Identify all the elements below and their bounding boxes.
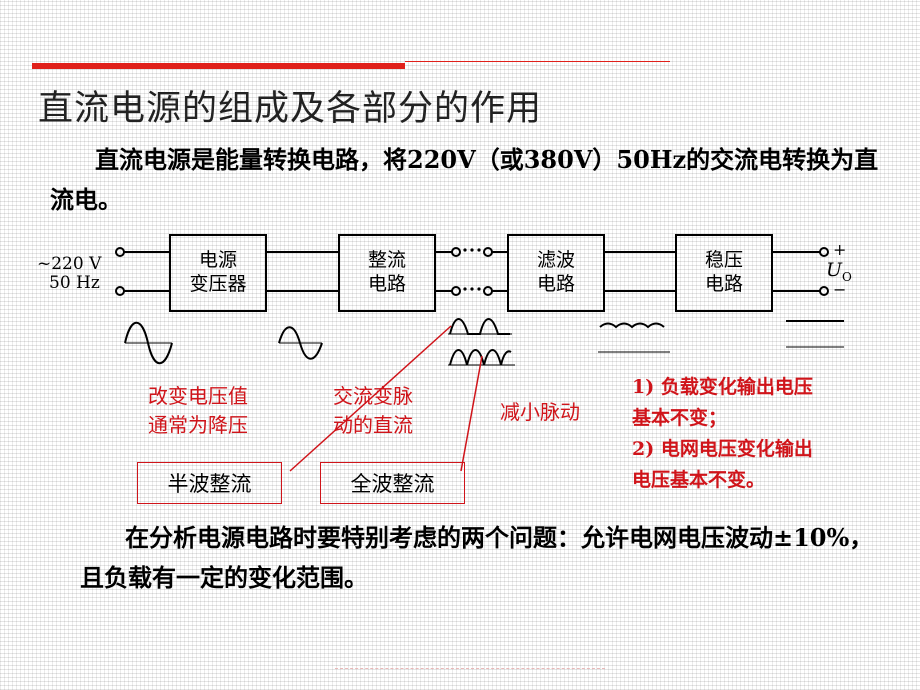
- regulator-label: 稳压电路: [704, 249, 743, 295]
- title-accent-bar: [32, 63, 405, 69]
- footer-divider: [335, 668, 605, 669]
- filter-annotation: 减小脉动: [500, 400, 580, 424]
- regulator-annotation: 1) 负载变化输出电压 基本不变； 2) 电网电压变化输出 电压基本不变。: [632, 376, 813, 491]
- input-voltage-label: ~220 V: [37, 254, 102, 274]
- transformer-sine-wave: [278, 326, 323, 360]
- rectifier-label: 整流电路: [367, 249, 406, 295]
- rectifier-annotation: 交流变脉动的直流: [333, 384, 413, 437]
- slide-title: 直流电源的组成及各部分的作用: [38, 89, 543, 129]
- filtered-ripple-waveform: [598, 322, 670, 353]
- filter-label: 滤波电路: [536, 249, 575, 295]
- rectifier-block: [338, 234, 436, 312]
- output-minus-label: −: [833, 280, 847, 299]
- transformer-annotation: 改变电压值通常为降压: [148, 384, 248, 437]
- half-wave-pointer: [289, 325, 452, 472]
- output-plus-label: +: [833, 240, 847, 259]
- input-sine-wave: [124, 322, 173, 364]
- output-voltage-label: UO: [826, 259, 852, 284]
- conclusion-paragraph: 在分析电源电路时要特别考虑的两个问题：允许电网电压波动±10%，且负载有一定的变…: [80, 523, 874, 592]
- input-terminal-bottom: [115, 286, 125, 296]
- full-wave-pointer: [460, 355, 483, 472]
- half-wave-box: 半波整流: [137, 462, 282, 504]
- transformer-block: [169, 234, 267, 312]
- half-wave-waveform: [448, 318, 512, 335]
- intro-paragraph: 直流电源是能量转换电路，将220V（或380V）50Hz的交流电转换为直流电。: [50, 145, 879, 214]
- output-terminal-plus: [819, 247, 829, 257]
- regulator-block: [675, 234, 773, 312]
- output-terminal-minus: [819, 286, 829, 296]
- title-accent-line: [405, 61, 670, 62]
- full-wave-waveform: [448, 349, 515, 366]
- filter-block: [507, 234, 605, 312]
- full-wave-box: 全波整流: [320, 462, 465, 504]
- transformer-label: 电源变压器: [189, 249, 247, 295]
- input-frequency-label: 50 Hz: [49, 273, 100, 293]
- regulated-dc-waveform: [786, 320, 844, 348]
- input-terminal-top: [115, 247, 125, 257]
